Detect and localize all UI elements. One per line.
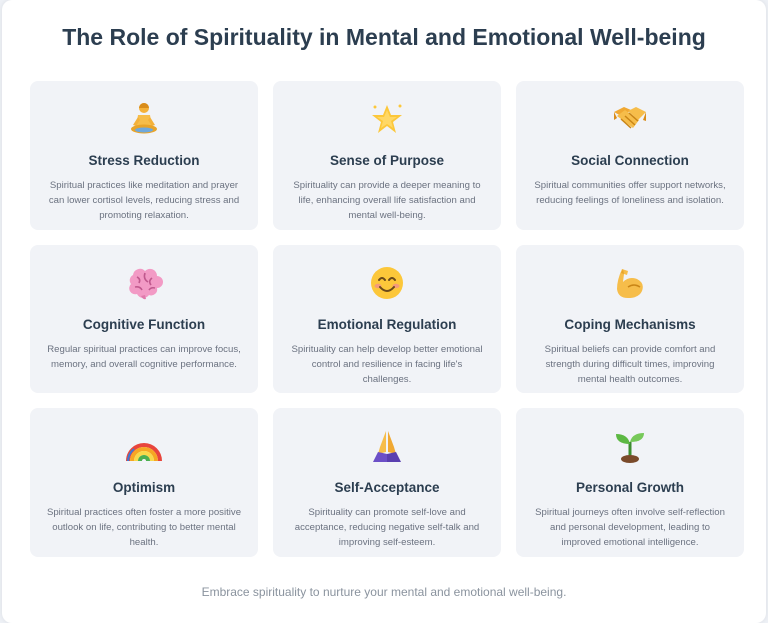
glowing-star-icon xyxy=(273,99,501,139)
card-optimism: Optimism Spiritual practices often foste… xyxy=(30,408,258,557)
card-title: Sense of Purpose xyxy=(329,153,445,168)
meditation-person-icon xyxy=(30,99,258,139)
card-description: Spiritual practices often foster a more … xyxy=(46,507,242,548)
card-personal-growth: Personal Growth Spiritual journeys often… xyxy=(516,408,744,557)
folded-hands-icon xyxy=(273,426,501,466)
card-title: Social Connection xyxy=(571,153,689,168)
card-self-acceptance: Self-Acceptance Spirituality can promote… xyxy=(273,408,501,557)
card-title: Emotional Regulation xyxy=(317,317,457,332)
smiling-face-icon xyxy=(273,263,501,303)
page-title: The Role of Spirituality in Mental and E… xyxy=(62,24,706,50)
card-description: Spiritual communities offer support netw… xyxy=(534,180,726,206)
card-description: Spiritual practices like meditation and … xyxy=(48,180,240,221)
card-title: Cognitive Function xyxy=(82,317,206,332)
seedling-icon xyxy=(516,426,744,466)
card-social-connection: Social Connection Spiritual communities … xyxy=(516,81,744,230)
card-title: Stress Reduction xyxy=(88,153,200,168)
flexed-biceps-icon xyxy=(516,263,744,303)
card-description: Spiritual journeys often involve self-re… xyxy=(535,507,725,548)
card-description: Spirituality can help develop better emo… xyxy=(291,344,483,385)
card-coping-mechanisms: Coping Mechanisms Spiritual beliefs can … xyxy=(516,245,744,393)
brain-icon xyxy=(30,263,258,303)
card-cognitive-function: Cognitive Function Regular spiritual pra… xyxy=(30,245,258,393)
card-description: Regular spiritual practices can improve … xyxy=(47,344,241,370)
card-description: Spiritual beliefs can provide comfort an… xyxy=(544,344,716,385)
card-title: Coping Mechanisms xyxy=(564,317,696,332)
card-grid: Stress Reduction Spiritual practices lik… xyxy=(30,81,744,557)
card-title: Self-Acceptance xyxy=(334,480,440,495)
card-stress-reduction: Stress Reduction Spiritual practices lik… xyxy=(30,81,258,230)
handshake-icon xyxy=(516,99,744,139)
card-sense-of-purpose: Sense of Purpose Spirituality can provid… xyxy=(273,81,501,230)
rainbow-icon xyxy=(30,426,258,466)
card-description: Spirituality can promote self-love and a… xyxy=(294,507,480,548)
card-description: Spirituality can provide a deeper meanin… xyxy=(293,180,481,221)
card-title: Personal Growth xyxy=(575,480,685,495)
card-title: Optimism xyxy=(112,480,176,495)
footer-text: Embrace spirituality to nurture your men… xyxy=(201,585,567,599)
card-emotional-regulation: Emotional Regulation Spirituality can he… xyxy=(273,245,501,393)
